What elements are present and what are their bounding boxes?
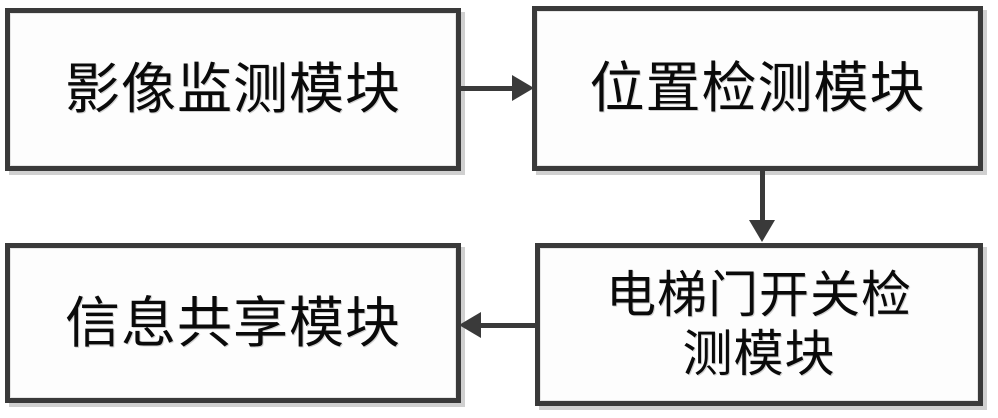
arrow-line-vertical xyxy=(760,170,765,226)
node-information-sharing-label: 信息共享模块 xyxy=(64,290,401,355)
node-position-detection-label: 位置检测模块 xyxy=(589,56,926,121)
arrowhead-down-icon xyxy=(749,220,775,242)
node-information-sharing-inner: 信息共享模块 xyxy=(10,248,456,398)
node-position-detection-module[interactable]: 位置检测模块 xyxy=(532,6,983,171)
arrowhead-right-icon xyxy=(512,75,534,101)
node-video-monitoring-label: 影像监测模块 xyxy=(64,57,401,122)
node-position-detection-inner: 位置检测模块 xyxy=(537,11,978,166)
arrow-line-horizontal xyxy=(478,323,538,328)
node-video-monitoring-module[interactable]: 影像监测模块 xyxy=(5,8,461,171)
arrowhead-left-icon xyxy=(459,312,481,338)
arrow-line-horizontal xyxy=(459,86,519,91)
node-elevator-door-switch-detection-module[interactable]: 电梯门开关检 测模块 xyxy=(535,243,983,406)
node-elevator-door-switch-detection-label: 电梯门开关检 测模块 xyxy=(606,265,912,383)
node-information-sharing-module[interactable]: 信息共享模块 xyxy=(5,243,461,403)
node-video-monitoring-inner: 影像监测模块 xyxy=(10,13,456,166)
node-elevator-door-switch-detection-inner: 电梯门开关检 测模块 xyxy=(540,248,978,401)
